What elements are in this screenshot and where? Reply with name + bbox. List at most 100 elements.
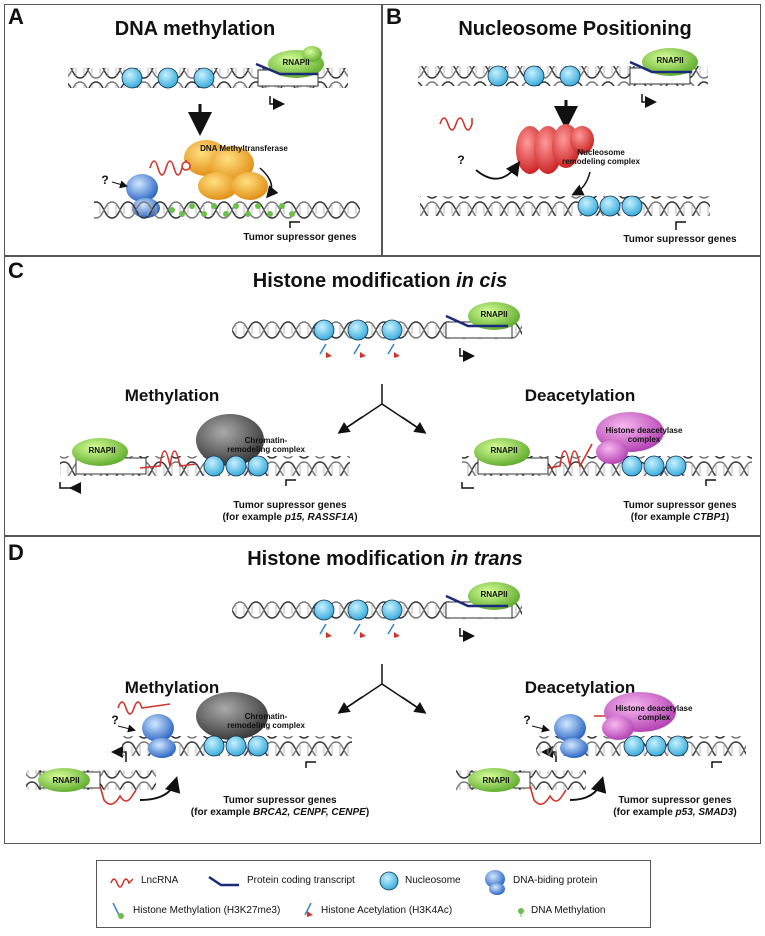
gene-list: p53, SMAD3 (675, 807, 734, 818)
question-mark-a: ? (101, 173, 109, 187)
nucleosome-icon (225, 455, 247, 477)
panel-a-caption: Tumor supressor genes (243, 232, 357, 243)
panel-a-letter: A (8, 4, 24, 29)
panel-d-title-italic: in trans (450, 548, 523, 570)
rnap-label-b: RNAPII (656, 56, 684, 65)
panel-c-title-italic: in cis (456, 270, 508, 292)
nucleosome-icon (347, 319, 369, 341)
lncrna-icon (529, 785, 567, 805)
caption-line: (for example p15, RASSF1A) (190, 512, 390, 524)
chromatin-label-d: Chromatin-remodeling complex (227, 712, 305, 730)
caption-suffix: ) (365, 807, 370, 818)
nucleosome-icon (203, 455, 225, 477)
caption-prefix: (for example (630, 512, 694, 523)
caption-line: (for example CTBP1) (610, 512, 750, 524)
legend-histone-methylation: Histone Methylation (H3K27me3) (133, 905, 281, 916)
lncrna-icon (110, 878, 134, 888)
panel-d-title-text: Histone modification (247, 548, 451, 570)
rnap-label-a: RNAPII (282, 58, 310, 67)
legend-dna-methylation: DNA Methylation (531, 905, 606, 916)
caption-line: Tumor supressor genes (223, 795, 337, 806)
legend-icons (110, 870, 524, 919)
tss-arrow (269, 96, 285, 110)
nucleosome-icon (665, 455, 687, 477)
dna-methylation-marks (169, 203, 295, 217)
legend: LncRNA Protein coding transcript Nucleos… (96, 860, 651, 928)
transcript-line (255, 62, 318, 76)
panel-d (4, 536, 761, 844)
panel-b-remodeling-complex (516, 124, 594, 174)
gene-list: p15, RASSF1A (284, 512, 355, 523)
legend-dna-protein: DNA-biding protein (513, 875, 598, 886)
caption-line: (for example p53, SMAD3) (600, 807, 750, 819)
rnap-label-d-left: RNAPII (52, 776, 80, 785)
panel-a-nucleosomes (121, 67, 215, 89)
nucleosome-icon (623, 735, 645, 757)
lncrna-icon (99, 785, 137, 805)
nucleosome-icon (381, 319, 403, 341)
caption-line: Tumor supressor genes (623, 500, 737, 511)
nucleosome-icon (599, 195, 621, 217)
nucleosome-icon (621, 455, 643, 477)
panel-c-letter: C (8, 258, 24, 283)
caption-suffix: ) (733, 807, 737, 818)
lncrna-icon (149, 160, 187, 176)
nucleosome-icon (157, 67, 179, 89)
question-mark-d-right: ? (523, 713, 531, 727)
panel-c (4, 256, 761, 536)
nucleosome-icon (225, 735, 247, 757)
caption-line: (for example BRCA2, CENPF, CENPE) (160, 807, 400, 819)
dnmt-label: DNA Methyltransferase (200, 144, 288, 153)
nucleosome-icon (247, 735, 269, 757)
rnap-label-c-right: RNAPII (490, 446, 518, 455)
question-mark-d-left: ? (111, 713, 119, 727)
panel-d-left-heading: Methylation (124, 678, 220, 697)
caption-line: Tumor supressor genes (233, 500, 347, 511)
panel-c-left-caption: Tumor supressor genes (for example p15, … (190, 500, 390, 524)
nucleosome-icon (313, 599, 335, 621)
panel-b-title: Nucleosome Positioning (458, 18, 692, 40)
legend-transcript: Protein coding transcript (247, 875, 355, 886)
nucleosome-icon (347, 599, 369, 621)
panel-c-right-caption: Tumor supressor genes (for example CTBP1… (610, 500, 750, 524)
nucleosome-icon (667, 735, 689, 757)
panel-d-left-caption: Tumor supressor genes (for example BRCA2… (160, 795, 400, 819)
rnap-label-c-left: RNAPII (88, 446, 116, 455)
lncrna-icon (547, 443, 593, 469)
rnap-label-d-right: RNAPII (482, 776, 510, 785)
panel-c-left-heading: Methylation (124, 386, 220, 405)
remodeling-label: Nucleosome remodeling complex (562, 148, 640, 166)
hdac-label-c: Histone deacetylase complex (605, 426, 683, 444)
panel-a-rnap (255, 46, 324, 78)
panel-d-letter: D (8, 540, 24, 565)
legend-lncrna: LncRNA (141, 875, 179, 886)
nucleosome-icon (487, 65, 509, 87)
panel-a-title: DNA methylation (114, 18, 276, 40)
panel-b-letter: B (386, 4, 402, 29)
nucleosome-icon (523, 65, 545, 87)
histone-acetylation-icon (304, 902, 312, 916)
legend-histone-acetylation: Histone Acetylation (H3K4Ac) (321, 905, 453, 916)
nucleosome-icon (193, 67, 215, 89)
gene-list: BRCA2, CENPF, CENPE (253, 807, 366, 818)
panel-b (382, 4, 761, 256)
lncrna-icon (117, 701, 171, 715)
nucleosome-icon (313, 319, 335, 341)
nucleosome-icon (577, 195, 599, 217)
caption-suffix: ) (725, 512, 730, 523)
panel-d-right-heading: Deacetylation (524, 678, 636, 697)
panel-c-title-text: Histone modification (252, 270, 457, 292)
panel-a-dnmt-complex (184, 140, 268, 200)
caption-line: Tumor supressor genes (618, 795, 732, 806)
nucleosome-icon (645, 735, 667, 757)
nucleosome-icon (203, 735, 225, 757)
caption-prefix: (for example (222, 512, 285, 523)
panel-c-right-heading: Deacetylation (524, 386, 636, 405)
chromatin-label-c: Chromatin-remodeling complex (227, 436, 305, 454)
panel-d-right-caption: Tumor supressor genes (for example p53, … (600, 795, 750, 819)
caption-prefix: (for example (613, 807, 676, 818)
panel-a (4, 4, 382, 256)
nucleosome-icon (643, 455, 665, 477)
nucleosome-icon (379, 871, 399, 891)
